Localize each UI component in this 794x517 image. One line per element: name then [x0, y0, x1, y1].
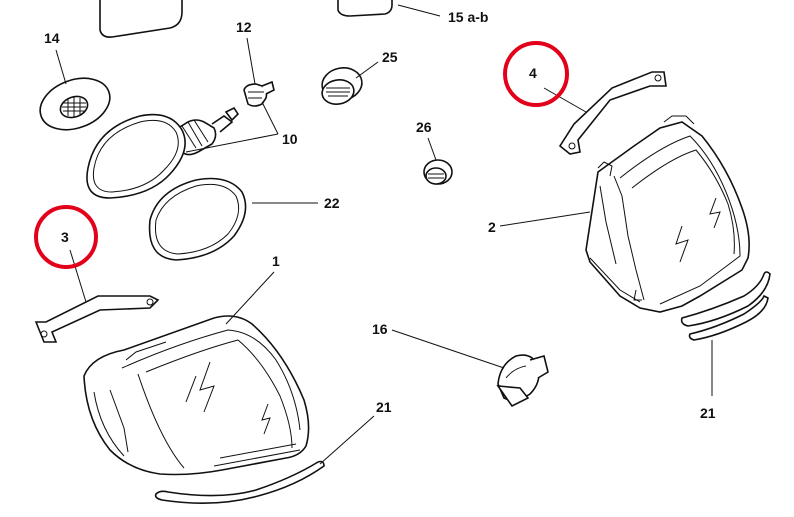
label-part-16: 16 — [372, 321, 388, 337]
label-part-10: 10 — [282, 131, 298, 147]
top-plate-part — [99, 0, 183, 38]
label-part-21-left: 21 — [376, 399, 392, 415]
part-3-bracket — [34, 249, 160, 343]
label-part-22: 22 — [324, 195, 340, 211]
part-26-plug — [423, 137, 453, 185]
part-10-lamp-cable — [174, 101, 279, 156]
part-15-reflector — [337, 0, 441, 17]
label-part-21-right: 21 — [700, 405, 716, 421]
label-part-25: 25 — [382, 49, 398, 65]
part-10-gasket — [86, 113, 186, 199]
part-12-bulb-holder — [243, 37, 275, 107]
highlight-circle-part-3 — [34, 205, 98, 269]
part-22-gasket — [148, 177, 318, 261]
label-part-3: 3 — [61, 229, 69, 245]
label-part-12: 12 — [236, 19, 252, 35]
part-14-grille — [39, 49, 111, 131]
label-part-2: 2 — [488, 219, 496, 235]
part-21-trim-right — [680, 271, 771, 396]
part-16-horn — [391, 329, 549, 408]
part-4-bracket — [543, 71, 667, 155]
part-2-headlamp-right — [499, 115, 750, 313]
label-part-1: 1 — [272, 253, 280, 269]
part-1-headlamp-left — [83, 271, 310, 476]
label-part-14: 14 — [44, 30, 60, 46]
highlight-circle-part-4 — [503, 41, 569, 107]
label-part-26: 26 — [416, 119, 432, 135]
part-21-trim-left — [154, 415, 375, 504]
label-part-15: 15 a-b — [448, 9, 488, 25]
label-part-4: 4 — [529, 65, 537, 81]
part-25-cap — [321, 61, 379, 105]
